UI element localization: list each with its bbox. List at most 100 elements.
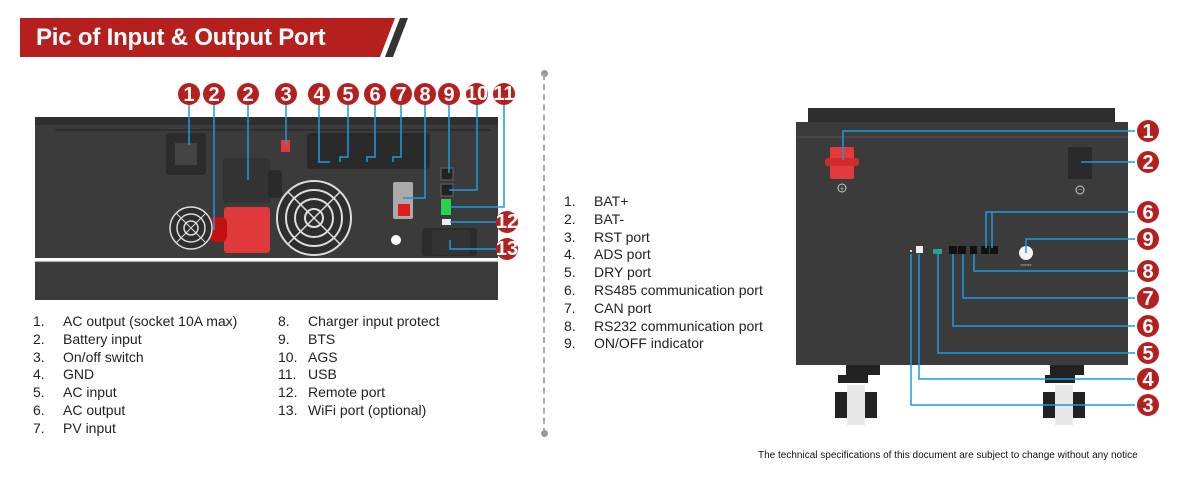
battery-callout-2: 2 — [1142, 152, 1153, 174]
inverter-callout-10: 10 — [466, 83, 488, 105]
inverter-legend-number: 13. — [278, 401, 298, 418]
battery-callout-2-badge — [1137, 151, 1159, 173]
terminal-block — [307, 133, 430, 169]
battery-legend-item: 8.RS232 communication port — [564, 318, 763, 336]
can-port — [958, 246, 966, 254]
battery-legend-number: 3. — [564, 228, 576, 245]
section-divider — [543, 74, 545, 434]
battery-callout-4-badge — [1137, 368, 1159, 390]
caster-left — [835, 365, 880, 425]
leader-lines — [188, 103, 505, 250]
inverter-legend-number: 9. — [278, 330, 290, 347]
inverter-legend-item: 13. WiFi port (optional) — [278, 402, 440, 420]
battery-leader-lines — [842, 130, 1135, 406]
battery-callout-8-badge — [1137, 260, 1159, 282]
inverter-legend-label: GND — [63, 366, 95, 383]
inverter-legend-label: On/off switch — [63, 348, 144, 365]
battery-callout-5: 5 — [1142, 343, 1153, 365]
inverter-callout-12-badge — [496, 211, 518, 233]
inverter-legend-item: 10. AGS — [278, 349, 440, 367]
inverter-legend-item: 3. On/off switch — [33, 349, 237, 367]
battery-legend-item: 1. BAT+ — [564, 193, 763, 211]
inverter-callout-12: 12 — [496, 211, 518, 233]
battery-legend-number: 5. — [564, 264, 576, 281]
inverter-legend-item: 9. BTS — [278, 331, 440, 349]
negative-symbol: − — [1078, 187, 1082, 194]
battery-callout-9-badge — [1137, 228, 1159, 250]
section-banner: Pic of Input & Output Port — [20, 18, 408, 57]
inverter-callout-2: 2 — [242, 84, 253, 106]
inverter-callout-3: 3 — [280, 84, 291, 106]
inverter-callout-1: 1 — [183, 84, 194, 106]
battery-callout-1-badge — [1137, 120, 1159, 142]
battery-callout-7: 7 — [1142, 288, 1153, 310]
inverter-legend-item: 2. Battery input — [33, 331, 237, 349]
rst-port — [910, 250, 912, 252]
inverter-legend-label: Charger input protect — [308, 313, 440, 329]
inverter-callout-11: 11 — [493, 83, 514, 105]
battery-legend-item: 9.ON/OFF indicator — [564, 335, 763, 353]
battery-legend-label: BAT- — [594, 210, 625, 227]
battery-legend-number: 8. — [564, 317, 576, 334]
battery-callout-7-badge — [1137, 287, 1159, 309]
inverter-legend-label: USB — [308, 366, 337, 383]
inverter-callout-4-badge — [308, 83, 330, 105]
battery-callout-5-badge — [1137, 342, 1159, 364]
battery-legend-number: 6. — [564, 281, 576, 298]
battery-legend-item: 5.DRY port — [564, 264, 763, 282]
inverter-callout-4: 4 — [313, 84, 325, 106]
inverter-legend-number: 4. — [33, 366, 45, 383]
inverter-callout-6-badge — [364, 83, 386, 105]
banner-shape — [20, 18, 408, 57]
small-fan — [169, 206, 213, 250]
usb-port — [441, 199, 451, 215]
inverter-callout-11-badge — [493, 83, 515, 105]
battery-callout-6: 6 — [1142, 202, 1153, 224]
battery-callout-3-badge — [1137, 394, 1159, 416]
battery-legend-number: 7. — [564, 299, 576, 316]
inverter-callout-9-badge — [438, 83, 460, 105]
remote-port — [442, 219, 451, 225]
inverter-legend-number: 1. — [33, 313, 45, 329]
inverter-legend-number: 2. — [33, 330, 45, 347]
battery-legend-label: RST port — [594, 228, 650, 245]
inverter-legend-number: 5. — [33, 384, 45, 401]
battery-legend-number: 1. — [564, 193, 576, 209]
disclaimer-footnote: The technical specifications of this doc… — [758, 450, 1138, 461]
large-fan — [276, 180, 352, 256]
battery-legend-item: 7.CAN port — [564, 300, 763, 318]
inverter-callout-9: 9 — [443, 84, 454, 106]
inverter-legend-number: 3. — [33, 348, 45, 365]
battery-callout-6: 6 — [1142, 316, 1153, 338]
rs485-port-c — [990, 246, 998, 254]
battery-legend-label: BAT+ — [594, 193, 629, 209]
inverter-legend-number: 10. — [278, 348, 298, 365]
inverter-legend-label: Battery input — [63, 330, 142, 347]
inverter-callout-13: 13 — [496, 238, 518, 260]
section-title: Pic of Input & Output Port — [36, 24, 326, 51]
bat-negative-terminal — [1068, 147, 1092, 179]
inverter-legend-label: WiFi port (optional) — [308, 401, 427, 418]
inverter-callout-6: 6 — [369, 84, 380, 106]
inverter-legend-label: AGS — [308, 348, 338, 365]
rs485-port-a — [949, 246, 957, 254]
inverter-base — [35, 262, 498, 300]
ads-port — [916, 246, 923, 253]
inverter-legend-number: 12. — [278, 384, 298, 401]
battery-legend-label: RS485 communication port — [594, 281, 763, 298]
inverter-legend-label: PV input — [63, 419, 116, 436]
inverter-callout-5: 5 — [342, 84, 353, 106]
battery-callout-4: 4 — [1142, 369, 1154, 391]
inverter-callout-8-badge — [414, 83, 436, 105]
inverter-legend-item: 7.PV input — [33, 420, 237, 438]
battery-legend-item: 3. RST port — [564, 229, 763, 247]
inverter-legend-label: Remote port — [308, 384, 386, 401]
inverter-legend-col1: 1.AC output (socket 10A max)2.Battery in… — [33, 313, 237, 438]
inverter-legend-item: 8.Charger input protect — [278, 313, 440, 331]
inverter-legend-item: 6.AC output — [33, 402, 237, 420]
inverter-legend-label: BTS — [308, 330, 336, 347]
dry-port — [933, 249, 942, 254]
